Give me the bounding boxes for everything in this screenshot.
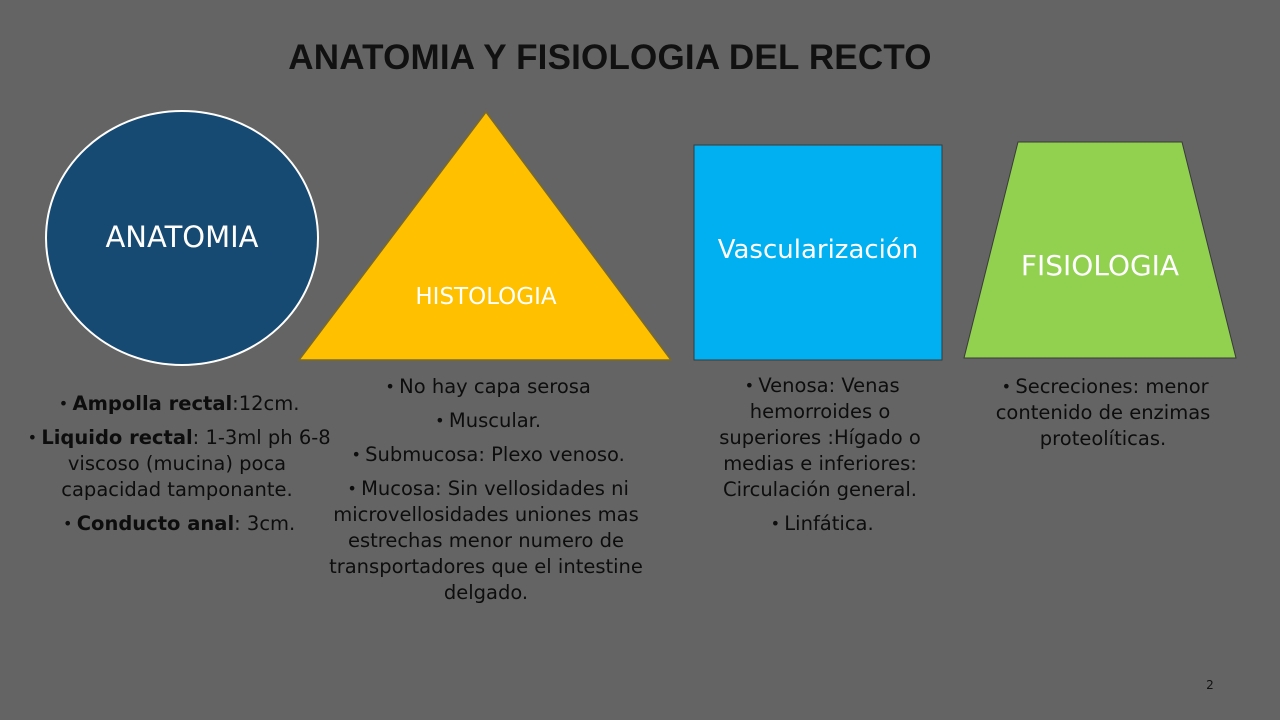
bullet-icon: • xyxy=(347,479,357,498)
vascularizacion-label: Vascularización xyxy=(717,235,919,265)
list-item: •Muscular. xyxy=(322,408,650,434)
list-item: •Ampolla rectal:12cm. xyxy=(22,391,332,417)
histologia-label: HISTOLOGIA xyxy=(415,284,557,310)
anatomia-circle xyxy=(45,110,319,366)
anatomia-list: •Ampolla rectal:12cm. •Liquido rectal: 1… xyxy=(22,391,332,545)
vascularizacion-list: •Venosa: Venas hemorroides o superiores … xyxy=(700,373,940,545)
histologia-triangle xyxy=(297,110,673,361)
list-item: •Mucosa: Sin vellosidades ni microvellos… xyxy=(329,477,643,604)
fisiologia-list: •Secreciones: menor contenido de enzimas… xyxy=(958,374,1248,460)
bullet-icon: • xyxy=(63,514,73,533)
page-number: 2 xyxy=(1206,678,1214,692)
bullet-icon: • xyxy=(435,411,445,430)
list-item: •Linfática. xyxy=(700,511,940,537)
bullet-icon: • xyxy=(385,377,395,396)
bullet-icon: • xyxy=(1001,377,1012,396)
list-item: •Conducto anal: 3cm. xyxy=(22,511,332,537)
anatomia-label: ANATOMIA xyxy=(105,220,259,254)
bullet-icon: • xyxy=(744,376,755,395)
list-item: •Venosa: Venas hemorroides o superiores … xyxy=(719,374,921,501)
list-item: •Submucosa: Plexo venoso. xyxy=(322,442,650,468)
vascularizacion-rectangle xyxy=(693,144,943,361)
bullet-icon: • xyxy=(27,428,38,447)
bullet-icon: • xyxy=(351,445,361,464)
list-item: •Secreciones: menor contenido de enzimas… xyxy=(995,375,1211,450)
bullet-icon: • xyxy=(770,514,781,533)
fisiologia-trapezoid xyxy=(963,141,1237,359)
histologia-list: •No hay capa serosa •Muscular. •Submucos… xyxy=(322,374,650,614)
list-item: •No hay capa serosa xyxy=(322,374,650,400)
slide-title: ANATOMIA Y FISIOLOGIA DEL RECTO xyxy=(288,38,932,77)
bullet-icon: • xyxy=(58,394,69,413)
fisiologia-label: FISIOLOGIA xyxy=(1020,249,1180,282)
list-item: •Liquido rectal: 1-3ml ph 6-8 viscoso (m… xyxy=(22,425,332,503)
